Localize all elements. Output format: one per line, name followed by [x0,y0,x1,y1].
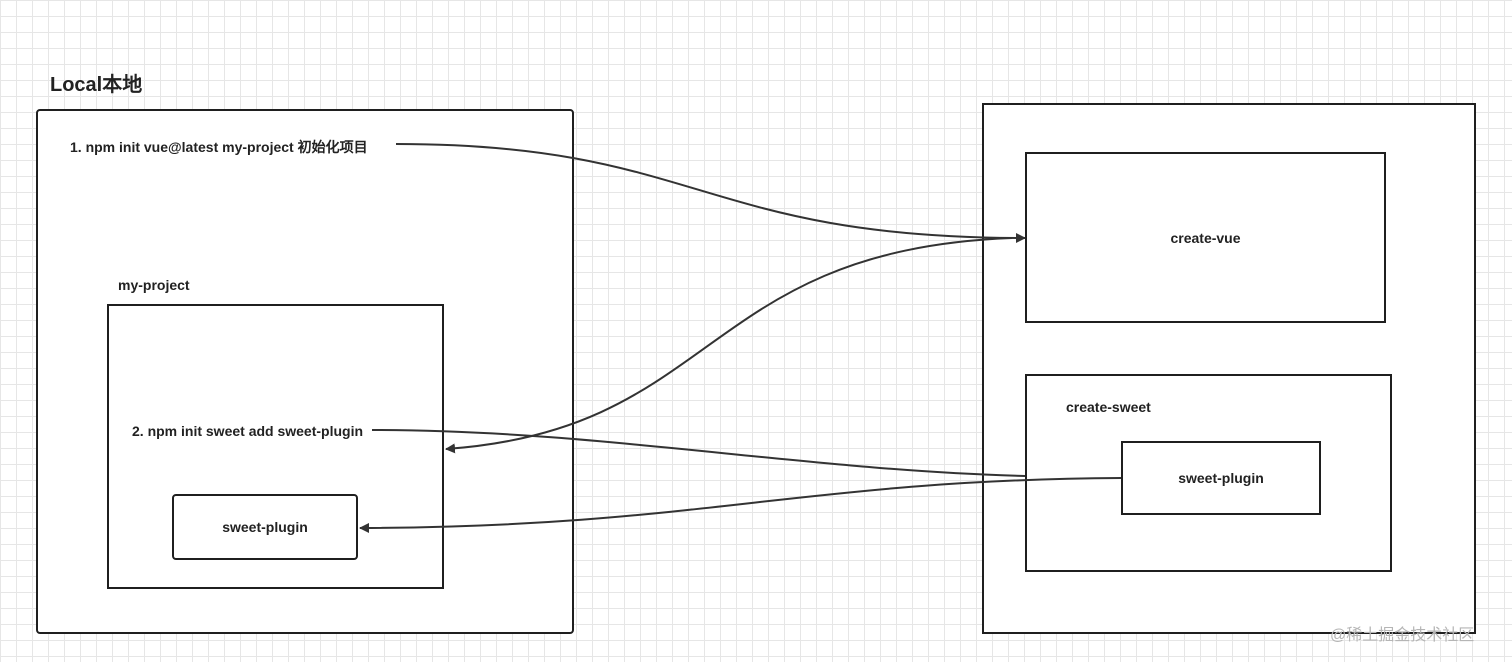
watermark: @稀土掘金技术社区 [1330,627,1475,644]
step2-command: 2. npm init sweet add sweet-plugin [132,423,364,439]
step1-command: 1. npm init vue@latest my-project 初始化项目 [70,139,368,155]
local-title: Local本地 [50,74,143,96]
local-sweet-plugin-box: sweet-plugin [172,494,358,560]
create-sweet-label: create-sweet [1066,399,1151,415]
my-project-label: my-project [118,277,190,293]
remote-sweet-plugin-box: sweet-plugin [1121,441,1321,515]
remote-sweet-plugin-label: sweet-plugin [1178,470,1264,486]
create-vue-box: create-vue [1025,152,1386,323]
create-vue-label: create-vue [1170,229,1241,246]
local-sweet-plugin-label: sweet-plugin [222,519,308,535]
